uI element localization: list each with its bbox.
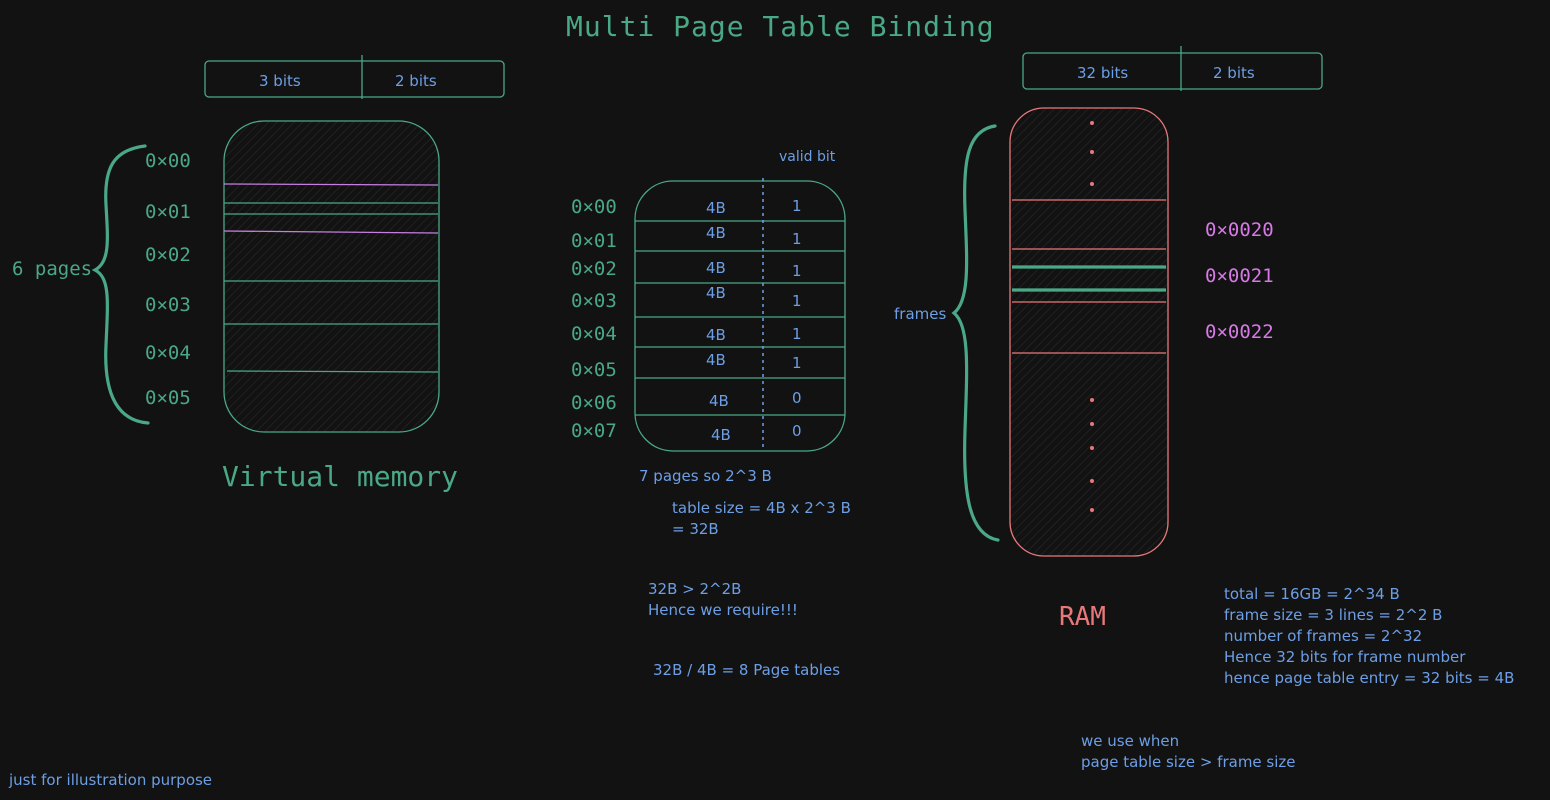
- frame-address: 0×0020: [1205, 219, 1274, 241]
- pt-address: 0×05: [571, 359, 617, 381]
- pages-count-label: 6 pages: [12, 258, 93, 280]
- vm-page-divider: [223, 183, 439, 186]
- ram-note: total = 16GB = 2^34 B: [1224, 585, 1400, 603]
- ram-bit-field-label: 2 bits: [1213, 64, 1255, 82]
- pt-entry-valid: 1: [792, 325, 802, 343]
- vm-page-divider: [223, 230, 439, 234]
- pt-entry-valid: 1: [792, 262, 802, 280]
- ram-label: RAM: [1059, 602, 1106, 632]
- pt-entry-valid: 0: [792, 422, 802, 440]
- pt-address: 0×07: [571, 420, 617, 442]
- pt-entry-size: 4B: [706, 326, 726, 344]
- virtual-memory-block: [223, 120, 440, 433]
- pt-entry-size: 4B: [706, 351, 726, 369]
- pt-entry-valid: 1: [792, 197, 802, 215]
- pt-note-pages: 7 pages so 2^3 B: [639, 467, 772, 485]
- pt-note-require: Hence we require!!!: [648, 601, 798, 619]
- vm-address: 0×05: [145, 387, 191, 409]
- frames-label: frames: [894, 305, 947, 323]
- frames-brace: [951, 124, 1000, 542]
- vm-address: 0×00: [145, 150, 191, 172]
- page-title: Multi Page Table Binding: [566, 10, 995, 43]
- vm-address: 0×01: [145, 201, 191, 223]
- ram-ellipsis-dots: [1090, 121, 1094, 512]
- pt-note-table-size: table size = 4B x 2^3 B: [672, 499, 851, 517]
- pt-address: 0×03: [571, 290, 617, 312]
- ram-bit-field-label: 32 bits: [1077, 64, 1129, 82]
- pt-entry-size: 4B: [706, 199, 726, 217]
- pt-address: 0×04: [571, 323, 617, 345]
- vm-address: 0×04: [145, 342, 191, 364]
- pt-address: 0×02: [571, 258, 617, 280]
- frame-address: 0×0021: [1205, 265, 1274, 287]
- frame-address: 0×0022: [1205, 321, 1274, 343]
- ram-bit-field-box: [1022, 46, 1323, 91]
- ram-note: hence page table entry = 32 bits = 4B: [1224, 669, 1515, 687]
- pt-entry-size: 4B: [709, 392, 729, 410]
- pt-entry-valid: 1: [792, 354, 802, 372]
- pt-entry-size: 4B: [706, 224, 726, 242]
- pt-entry-size: 4B: [706, 259, 726, 277]
- page-table-block: [634, 178, 846, 452]
- pt-note-table-size-result: = 32B: [672, 520, 719, 538]
- vm-bit-field-label: 2 bits: [395, 72, 437, 90]
- ram-note: frame size = 3 lines = 2^2 B: [1224, 606, 1443, 624]
- pt-address: 0×01: [571, 230, 617, 252]
- vm-bit-field-box: [204, 55, 505, 99]
- vm-bit-field-label: 3 bits: [259, 72, 301, 90]
- pages-brace: [91, 144, 150, 425]
- vm-address: 0×03: [145, 294, 191, 316]
- usage-note-condition: page table size > frame size: [1081, 753, 1296, 771]
- pt-entry-size: 4B: [711, 426, 731, 444]
- vm-address: 0×02: [145, 244, 191, 266]
- pt-entry-valid: 1: [792, 292, 802, 310]
- pt-note-count: 32B / 4B = 8 Page tables: [653, 661, 841, 679]
- virtual-memory-label: Virtual memory: [222, 460, 459, 493]
- ram-note: number of frames = 2^32: [1224, 627, 1423, 645]
- valid-bit-label: valid bit: [779, 149, 836, 165]
- pt-entry-valid: 0: [792, 389, 802, 407]
- footer-note: just for illustration purpose: [9, 771, 213, 789]
- pt-address: 0×06: [571, 392, 617, 414]
- pt-entry-size: 4B: [706, 284, 726, 302]
- vm-page-divider: [226, 370, 439, 373]
- usage-note: we use when: [1081, 732, 1180, 750]
- ram-block: [1009, 107, 1169, 557]
- pt-entry-valid: 1: [792, 230, 802, 248]
- pt-note-compare: 32B > 2^2B: [648, 580, 742, 598]
- ram-note: Hence 32 bits for frame number: [1224, 648, 1466, 666]
- pt-address: 0×00: [571, 196, 617, 218]
